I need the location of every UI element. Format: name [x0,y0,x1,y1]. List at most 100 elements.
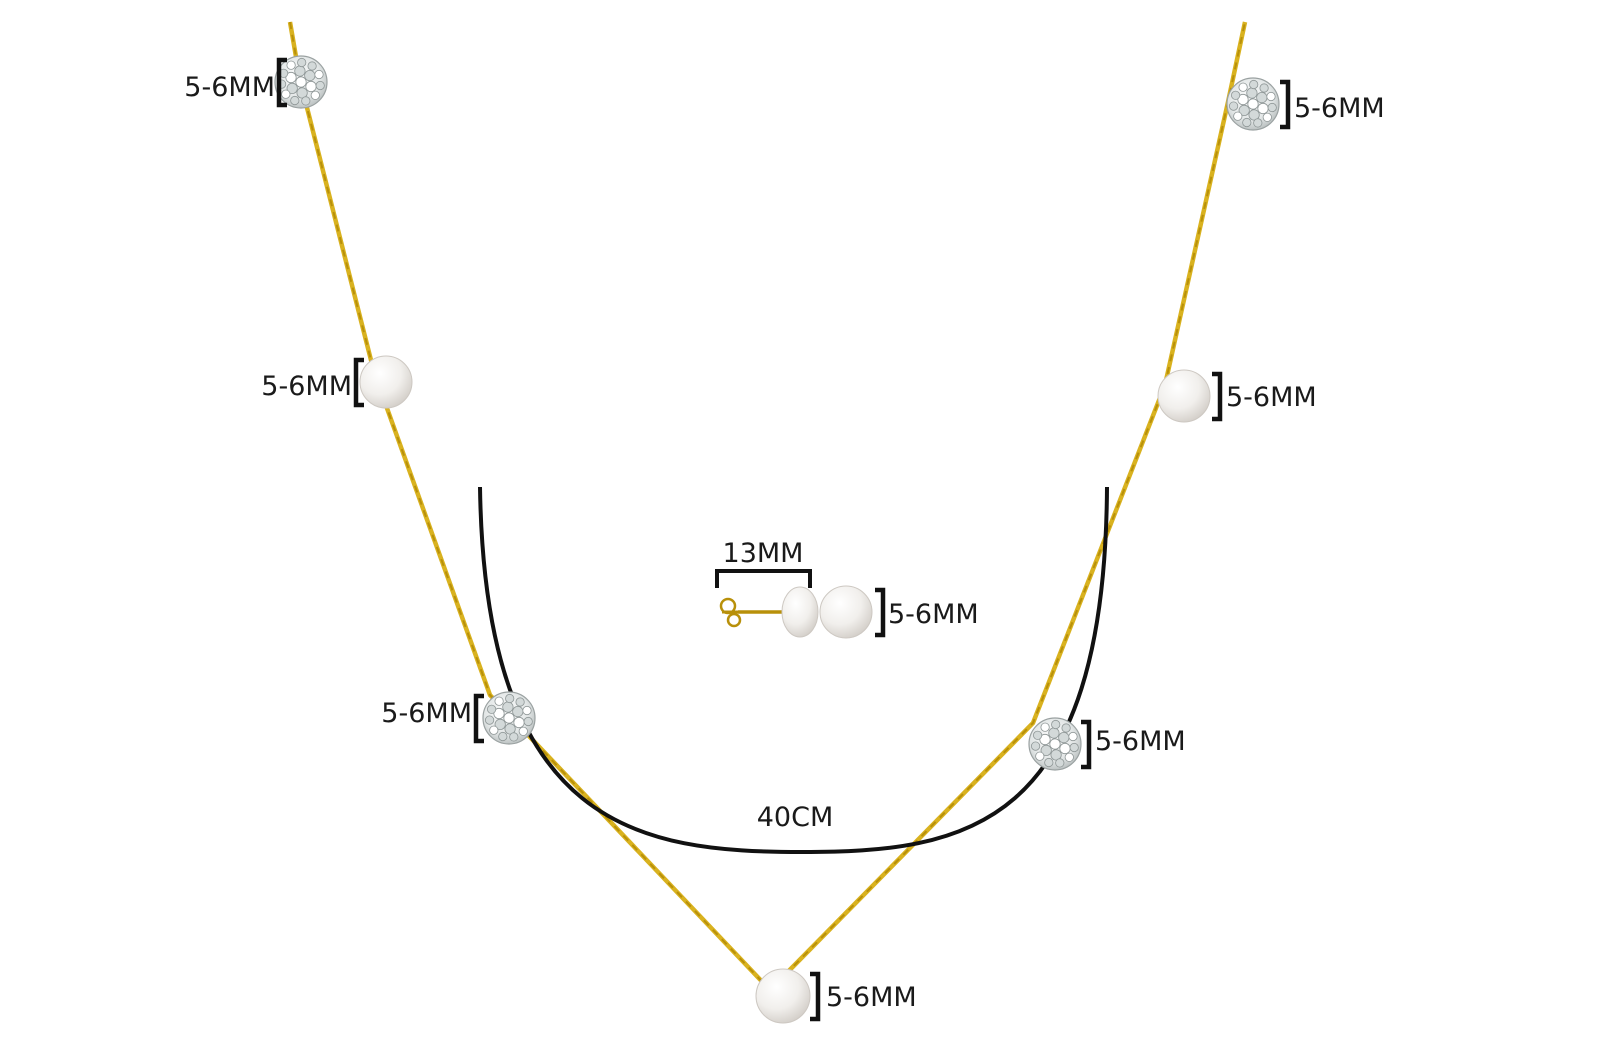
pearl-bead-bottom [755,968,811,1024]
crystal-facet [304,70,316,82]
crystal-facet [518,726,528,736]
crystal-facet [486,704,497,714]
size-bracket-right [1280,79,1291,130]
crystal-facet [522,705,532,716]
crystal-facet [305,80,317,93]
crystal-facet [286,82,298,95]
crystal-bead-lower-right [1028,717,1082,771]
crystal-facet [1247,98,1259,110]
bead-size-label: 5-6MM [1294,93,1385,124]
crystal-facet [315,80,325,91]
pearl-bead-upper-left [359,355,413,409]
crystal-facet [296,87,308,99]
crystal-facet [494,718,506,731]
crystal-facet [1048,727,1060,739]
crystal-facet [286,60,296,70]
crystal-facet [1267,102,1277,113]
crystal-facet [515,697,525,707]
earring-width-bracket [715,569,812,588]
necklace-chain [287,21,1248,994]
crystal-facet [301,96,311,106]
crystal-facet [1064,752,1074,762]
size-bracket-left [353,357,364,408]
bead-size-label: 5-6MM [381,698,472,729]
crystal-facet [1031,741,1041,751]
crystal-facet [1233,111,1243,121]
crystal-facet [1246,87,1258,99]
earring-size-label: 5-6MM [888,599,979,630]
bead-size-label: 5-6MM [1226,382,1317,413]
crystal-facet [310,90,320,100]
earring-back-icon [719,597,742,628]
crystal-facet [1050,749,1062,761]
crystal-facet [1231,90,1241,100]
crystal-facet [1035,751,1045,761]
crystal-facet [498,731,508,742]
crystal-facet [295,76,307,88]
crystal-facet [314,69,324,80]
crystal-facet [1249,79,1259,90]
crystal-facet [1256,92,1268,104]
crystal-facet [1237,93,1249,106]
bead-size-label: 5-6MM [261,371,352,402]
crystal-facet [1259,83,1269,93]
crystal-facet [1039,733,1051,746]
crystal-facet [281,89,291,99]
crystal-facet [1253,118,1263,128]
bead-size-label: 5-6MM [826,982,917,1013]
crystal-facet [294,65,306,77]
bead-size-label: 5-6MM [1095,726,1186,757]
crystal-facet [307,61,317,71]
crystal-bead-lower-left [482,691,536,745]
crystal-facet [1040,722,1050,732]
crystal-bead-top-right [1226,77,1280,131]
crystal-facet [502,701,514,713]
crystal-facet [290,95,300,106]
crystal-facet [489,725,499,735]
crystal-facet [503,712,515,724]
crystal-facet [1068,731,1078,742]
size-bracket-left [473,693,484,744]
crystal-facet [1248,109,1260,121]
crystal-facet [285,71,297,84]
crystal-facet [1257,102,1269,115]
earring-width-label: 13MM [723,538,804,569]
crystal-facet [509,732,519,742]
crystal-facet [512,705,524,718]
earring-size-bracket [875,587,886,638]
crystal-facet [1058,731,1070,744]
crystal-facet [504,723,516,735]
crystal-facet [494,696,504,706]
size-bracket-right [810,971,821,1022]
crystal-facet [1242,117,1252,128]
pearl-stud-earring: 13MM 5-6MM [715,538,979,639]
crystal-facet [513,716,525,729]
crystal-facet [493,707,505,720]
crystal-facet [1033,730,1043,740]
crystal-facet [505,693,515,704]
crystal-facet [1069,742,1079,753]
crystal-facet [1262,112,1272,122]
length-label: 40CM [757,802,834,833]
crystal-facet [1044,757,1054,768]
crystal-facet [1229,101,1239,111]
bead-size-label: 5-6MM [184,72,275,103]
crystal-facet [1040,744,1052,757]
size-bracket-left [276,57,287,108]
size-bracket-right [1212,371,1223,422]
crystal-facet [1266,91,1276,102]
pearl-bead-upper-right [1157,369,1211,423]
size-bracket-right [1081,719,1092,770]
crystal-facet [1055,758,1065,768]
crystal-facet [1059,742,1071,755]
earring-pearl-side [781,586,819,638]
crystal-facet [297,57,307,68]
crystal-facet [1238,82,1248,92]
crystal-facet [484,715,495,725]
earring-pearl-front [819,585,873,639]
crystal-facet [1049,738,1061,750]
crystal-facet [523,716,533,727]
crystal-facet [1061,723,1071,733]
